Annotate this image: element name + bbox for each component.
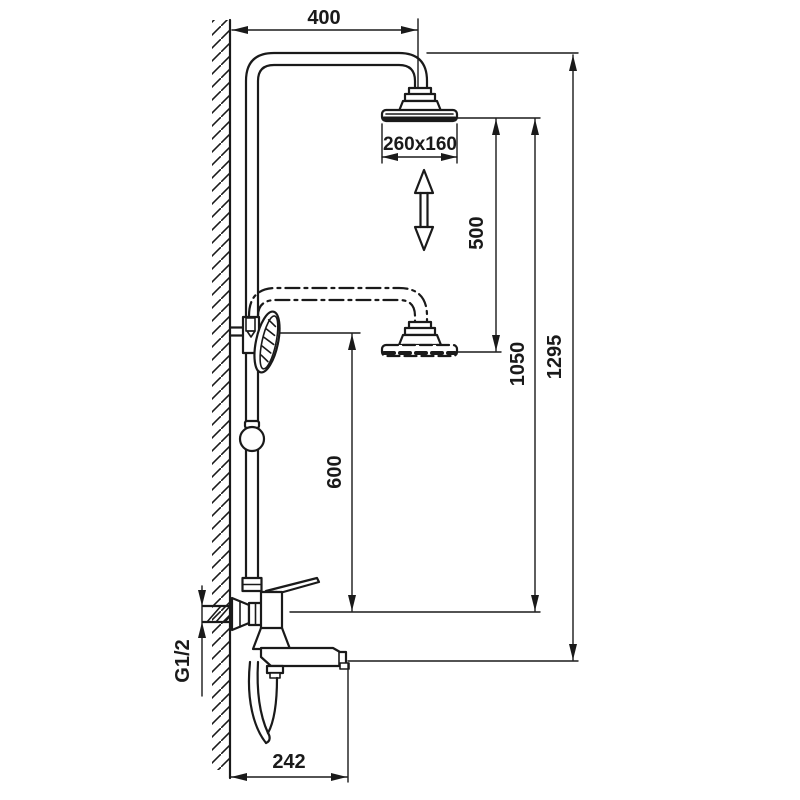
dimension-260x160-label: 260x160: [383, 134, 457, 155]
hand-shower-head: [253, 310, 281, 374]
height-adjust-arrow-icon: [413, 168, 435, 252]
riser-pipe: [244, 51, 429, 584]
dimension-242: 242: [230, 751, 348, 781]
hand-shower: [228, 310, 281, 374]
dimension-600: 600: [324, 333, 356, 612]
extension-lines: [278, 18, 579, 783]
wall: [212, 18, 232, 780]
mixer-body: [259, 590, 284, 632]
dimension-242-label: 242: [272, 751, 305, 773]
hose-outlet: [265, 664, 285, 675]
shower-hose: [247, 660, 279, 745]
mixer: [230, 576, 350, 679]
ball-joint: [238, 419, 266, 453]
overhead-shower-head-lowered: [380, 320, 459, 358]
dimension-g12: G1/2: [172, 585, 233, 697]
wall-hatch: [212, 20, 230, 770]
dimension-260x160: 260x160: [381, 134, 458, 161]
dimension-1295: 1295: [544, 54, 577, 661]
dimension-400: 400: [231, 7, 418, 34]
dimension-500-label: 500: [466, 216, 488, 249]
spout: [259, 646, 348, 668]
dimension-500: 500: [466, 118, 500, 352]
shower-arm-phantom: [247, 286, 429, 324]
dimension-g12-label: G1/2: [172, 639, 194, 682]
dimension-400-label: 400: [307, 7, 340, 29]
dimension-600-label: 600: [324, 455, 346, 488]
dimension-1050-label: 1050: [507, 342, 529, 387]
dimension-1295-label: 1295: [544, 335, 566, 380]
dimension-1050: 1050: [507, 118, 539, 612]
overhead-shower-head: [380, 86, 459, 123]
